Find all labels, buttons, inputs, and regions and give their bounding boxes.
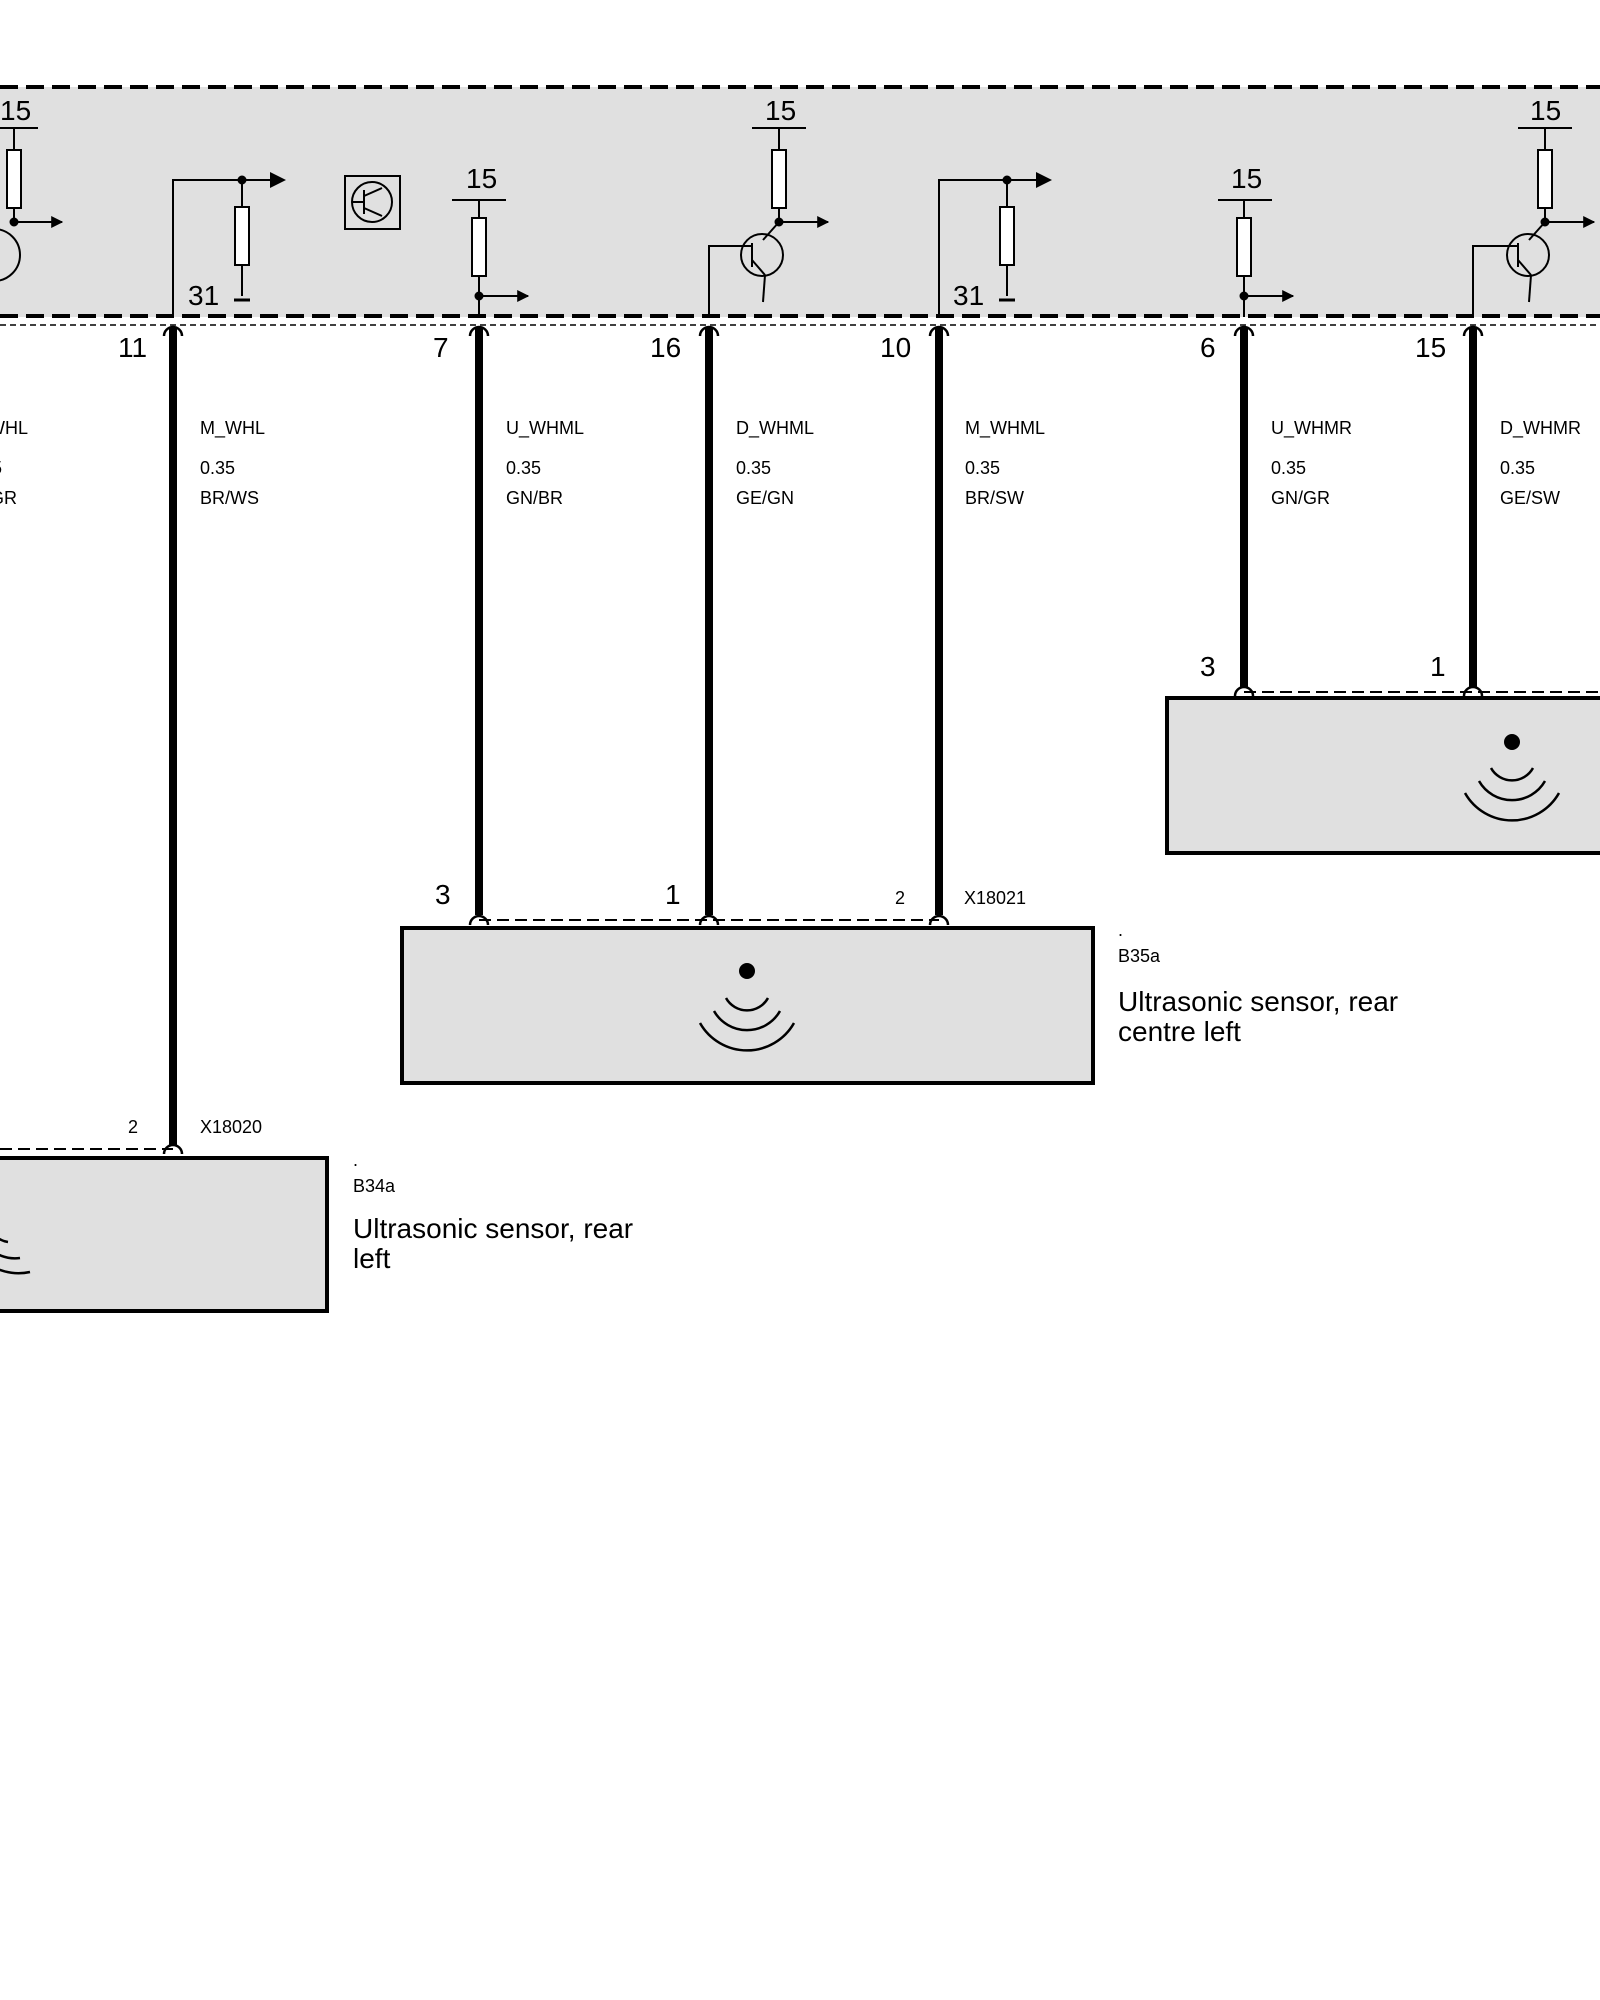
ultrasonic-sensor-icon xyxy=(698,963,796,1052)
pin-arcs-module xyxy=(162,325,1484,337)
wire-size: 0.35 xyxy=(1500,458,1535,478)
wire-name: D_WHML xyxy=(736,418,814,439)
pin-number: 10 xyxy=(880,332,911,363)
ground-label: 31 xyxy=(188,280,219,311)
wire-name: D_WHMR xyxy=(1500,418,1581,439)
sensor-b34a xyxy=(0,1143,329,1313)
component-title: Ultrasonic sensor, rear xyxy=(1118,986,1398,1017)
wire-size: 0.35 xyxy=(506,458,541,478)
pin-number: 15 xyxy=(1415,332,1446,363)
ultrasonic-sensor-icon xyxy=(0,1237,31,1275)
ultrasonic-sensor-icon xyxy=(1463,734,1561,822)
sensor-b36a xyxy=(1165,685,1600,855)
sensor-pin-number: 2 xyxy=(895,888,905,908)
wire-color: GN/GR xyxy=(1271,488,1330,508)
sensor-b35a xyxy=(400,914,1095,1085)
wire-color: BR/WS xyxy=(200,488,259,508)
pullup-resistor-1 xyxy=(0,127,64,282)
ground-resistor-1 xyxy=(172,172,286,317)
wire-size: 0.35 xyxy=(736,458,771,478)
supply-label: 15 xyxy=(1231,163,1262,194)
pin-number: 7 xyxy=(433,332,449,363)
sensor-pin-number: 1 xyxy=(1430,651,1446,682)
connector-id: X18021 xyxy=(964,888,1026,908)
component-ref: B35a xyxy=(1118,946,1161,966)
sensor-pin-number: 3 xyxy=(1200,651,1216,682)
pullup-resistor-2 xyxy=(452,199,530,317)
transistor-stage-2 xyxy=(1472,127,1596,317)
wire-name: M_WHL xyxy=(200,418,265,439)
wire-name: WHL xyxy=(0,418,28,438)
sensor-pin-number: 3 xyxy=(435,879,451,910)
pin-number: 16 xyxy=(650,332,681,363)
supply-label: 15 xyxy=(0,95,31,126)
wire-name: U_WHMR xyxy=(1271,418,1352,439)
wires xyxy=(169,328,1477,1145)
pin-number: 6 xyxy=(1200,332,1216,363)
wire-name: M_WHML xyxy=(965,418,1045,439)
wire-size: 5 xyxy=(0,458,2,478)
component-title: centre left xyxy=(1118,1016,1241,1047)
wire-color: GN/BR xyxy=(506,488,563,508)
component-ref: B34a xyxy=(353,1176,396,1196)
wire-color: GR xyxy=(0,488,17,508)
sensor-pin-number: 2 xyxy=(128,1117,138,1137)
wire-color: BR/SW xyxy=(965,488,1024,508)
supply-label: 15 xyxy=(1530,95,1561,126)
transistor-stage-1 xyxy=(708,127,830,317)
sensor-pin-number: 1 xyxy=(665,879,681,910)
wire-size: 0.35 xyxy=(1271,458,1306,478)
wire-size: 0.35 xyxy=(200,458,235,478)
pin-number: 11 xyxy=(118,332,147,363)
wire-size: 0.35 xyxy=(965,458,1000,478)
control-module xyxy=(0,85,1600,326)
wire-color: GE/GN xyxy=(736,488,794,508)
ground-resistor-2 xyxy=(938,172,1052,317)
transistor-symbol-icon xyxy=(344,175,401,230)
component-dot: . xyxy=(353,1150,358,1170)
pullup-resistor-3 xyxy=(1218,199,1295,317)
supply-label: 15 xyxy=(466,163,497,194)
connector-id: X18020 xyxy=(200,1117,262,1137)
wire-color: GE/SW xyxy=(1500,488,1560,508)
ground-label: 31 xyxy=(953,280,984,311)
component-title: left xyxy=(353,1243,391,1274)
component-title: Ultrasonic sensor, rear xyxy=(353,1213,633,1244)
supply-label: 15 xyxy=(765,95,796,126)
component-dot: . xyxy=(1118,920,1123,940)
wire-name: U_WHML xyxy=(506,418,584,439)
